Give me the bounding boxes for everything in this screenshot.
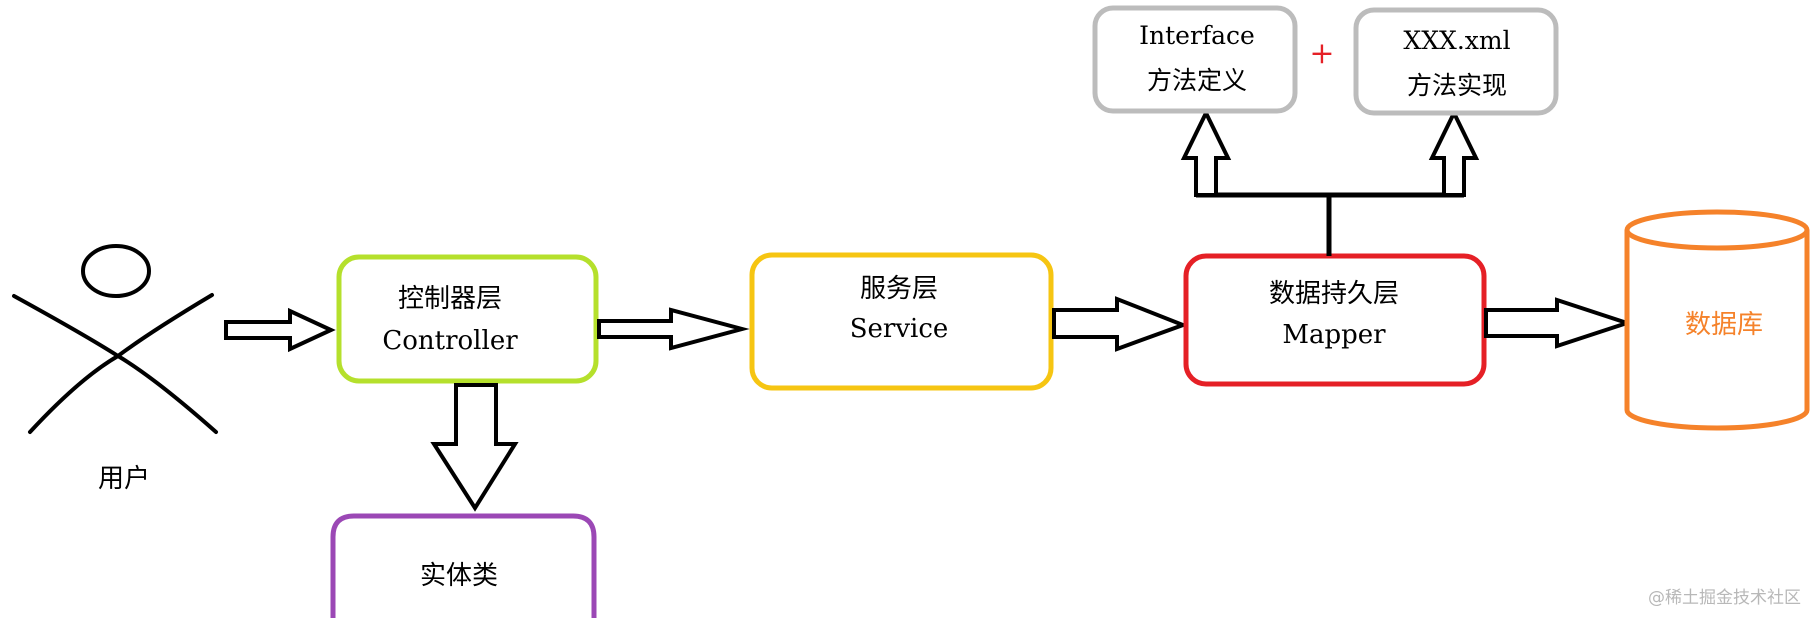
mapper-title-cn: 数据持久层 <box>1269 279 1399 309</box>
arrow-mapper-to-interface <box>1180 108 1232 197</box>
mapper-title-en: Mapper <box>1282 320 1386 350</box>
database-cylinder-icon: 数据库 <box>1624 209 1810 431</box>
database-label: 数据库 <box>1685 310 1763 340</box>
interface-definition-box: Interface 方法定义 <box>1092 5 1298 114</box>
stick-figure-icon <box>12 244 218 434</box>
xml-title-en: XXX.xml <box>1403 26 1510 55</box>
service-title-en: Service <box>850 314 949 344</box>
controller-title-en: Controller <box>382 326 518 356</box>
arrow-service-to-mapper <box>1052 296 1189 352</box>
service-layer-box: 服务层 Service <box>749 252 1054 391</box>
controller-layer-box: 控制器层 Controller <box>336 254 599 384</box>
user-label: 用户 <box>98 464 150 494</box>
arrow-user-to-controller <box>224 307 336 353</box>
xml-title-cn: 方法实现 <box>1407 71 1507 100</box>
interface-title-en: Interface <box>1139 21 1255 50</box>
entity-box: 实体类 <box>330 513 597 618</box>
mapper-layer-box: 数据持久层 Mapper <box>1183 253 1487 387</box>
service-title-cn: 服务层 <box>860 274 938 304</box>
entity-title: 实体类 <box>420 561 498 591</box>
xml-implementation-box: XXX.xml 方法实现 <box>1353 7 1559 116</box>
mapper-branch-connector <box>1196 192 1464 256</box>
arrow-mapper-to-database <box>1484 297 1634 349</box>
controller-title-cn: 控制器层 <box>398 284 502 314</box>
watermark: @稀土掘金技术社区 <box>1648 588 1801 608</box>
user-figure: 用户 <box>12 244 218 494</box>
interface-title-cn: 方法定义 <box>1147 66 1247 95</box>
arrow-controller-to-entity <box>430 383 519 512</box>
arrow-mapper-to-xml <box>1428 108 1480 197</box>
plus-sign: + <box>1309 36 1334 71</box>
arrow-controller-to-service <box>597 307 750 351</box>
